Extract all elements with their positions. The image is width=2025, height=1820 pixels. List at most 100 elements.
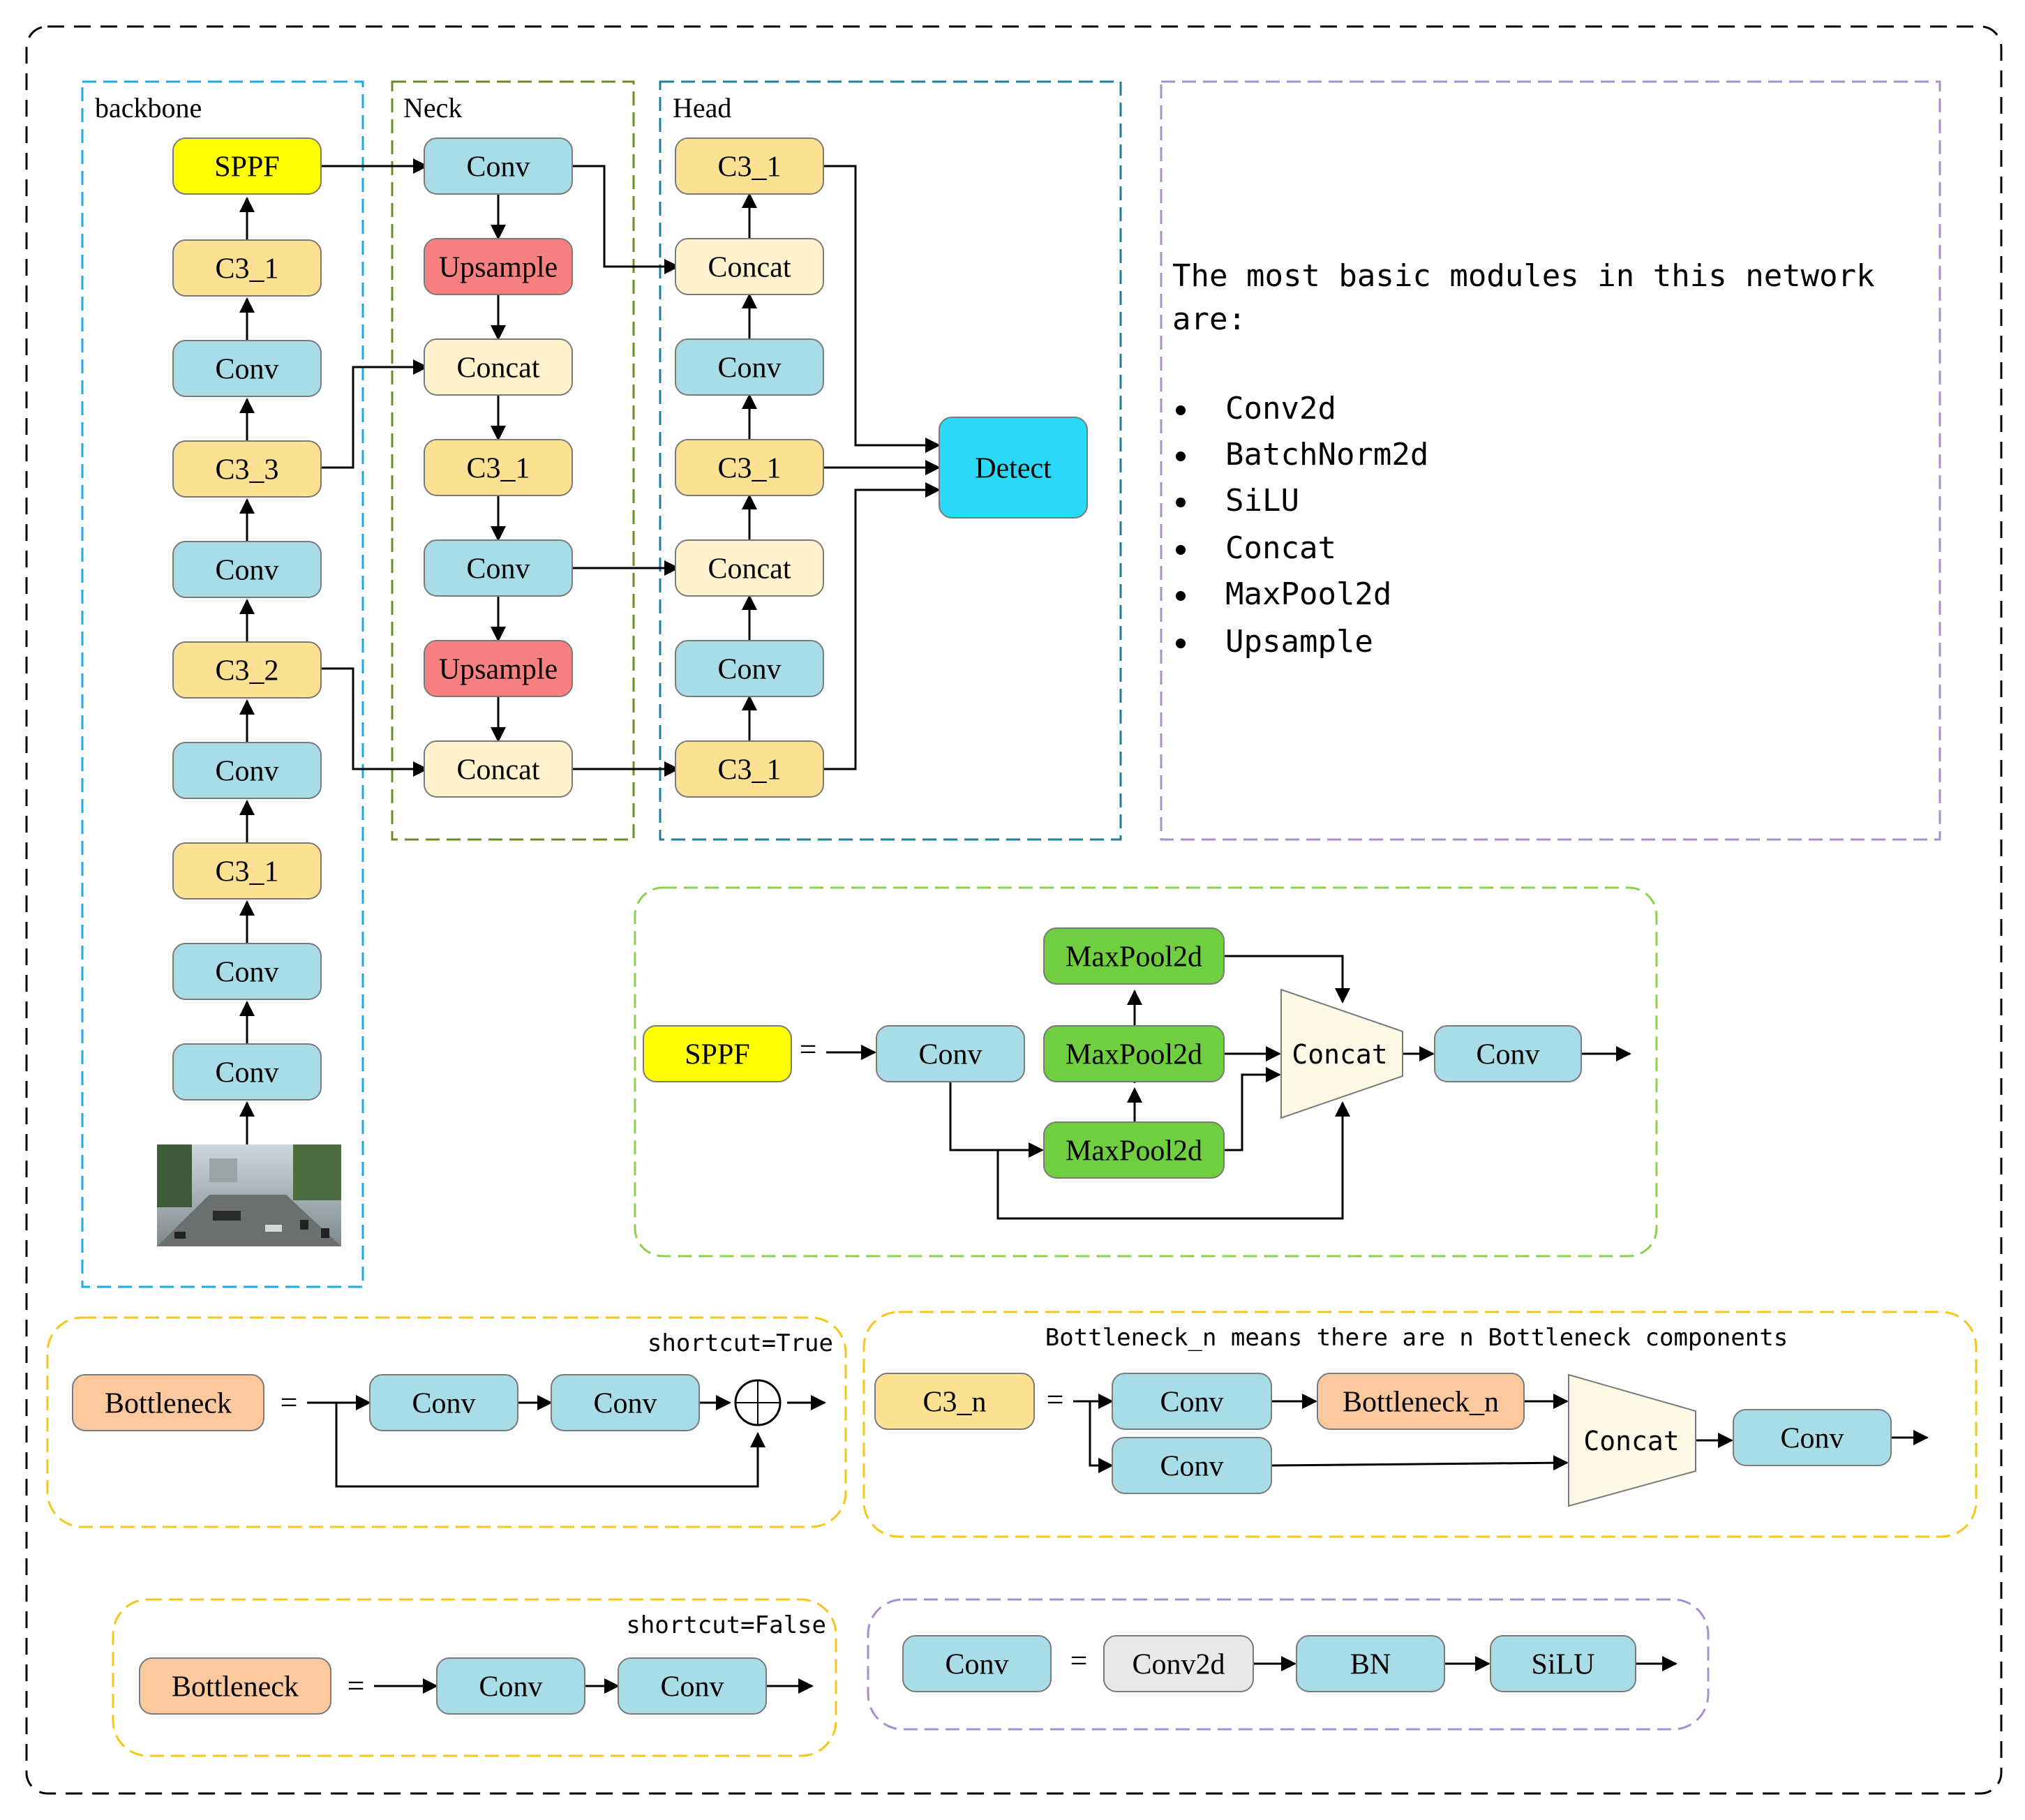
backbone-sppf-block: SPPF [172,137,322,195]
info-module-upsample: Upsample [1225,624,1373,659]
neck-upsample-1-block: Upsample [424,238,573,295]
bottleneck-false-conv-2-box [618,1657,767,1715]
conv-def-conv2d-box [1103,1635,1254,1692]
backbone-conv-3-label: Conv [215,755,278,787]
c3n-conv-bottom-box [1112,1437,1272,1494]
backbone-c3-2-box [172,641,322,699]
neck-concat-1-box [424,338,573,396]
head-conv-2-box [675,640,824,697]
sppf-maxpool-3-box [1043,927,1225,985]
backbone-conv-4-label: Conv [215,554,278,586]
sppf-connectors [826,955,1631,1220]
bottleneck-false-label-label: Bottleneck [172,1671,299,1703]
sppf-conv-in-block: Conv [876,1025,1025,1082]
bottleneck-false-conv-1-label: Conv [479,1671,542,1703]
neck-concat-1-label: Concat [457,352,540,384]
head-label: Head [673,92,731,124]
info-module-maxpool2d: MaxPool2d [1225,576,1391,612]
c3n-concat-label: Concat [1583,1426,1679,1456]
sppf-equals: = [800,1032,817,1066]
head-conv-1-block: Conv [675,338,824,396]
head-conv-2-block: Conv [675,640,824,697]
detect-block: Detect [939,417,1088,519]
input-image [157,1144,341,1246]
c3n-equals: = [1047,1382,1064,1417]
c3n-conv-top-label: Conv [1160,1386,1223,1418]
head-conv-1-label: Conv [717,352,781,384]
head-connectors [742,165,941,770]
c3n-conv-bottom-label: Conv [1160,1450,1223,1482]
backbone-c3-1-bottom-box [172,842,322,900]
sppf-maxpool-2-block: MaxPool2d [1043,1025,1225,1082]
backbone-conv-4-box [172,541,322,598]
bottleneck-false-conv-1-block: Conv [436,1657,585,1715]
c3n-label-block: C3_n [874,1373,1035,1430]
info-module-concat: Concat [1225,530,1336,566]
backbone-conv-4-block: Conv [172,541,322,598]
sppf-maxpool-3-label: MaxPool2d [1066,941,1202,973]
info-module-conv2d: Conv2d [1225,391,1336,426]
info-frame [1160,80,1941,841]
sppf-maxpool-2-label: MaxPool2d [1066,1038,1202,1071]
backbone-conv-1-box [172,1043,322,1101]
head-concat-1-box [675,238,824,295]
backbone-conv-3-block: Conv [172,742,322,799]
backbone-conv-2-label: Conv [215,956,278,988]
conv-def-frame [867,1598,1710,1731]
head-c3-1-bottom-block: C3_1 [675,740,824,798]
bottleneck-true-conv-2-label: Conv [593,1387,657,1419]
backbone-c3-3-box [172,440,322,498]
backbone-c3-3-block: C3_3 [172,440,322,498]
neck-c3-1-label: C3_1 [466,452,530,484]
sppf-maxpool-2-box [1043,1025,1225,1082]
backbone-c3-1-top-label: C3_1 [215,253,278,285]
head-c3-1-top-block: C3_1 [675,137,824,195]
c3n-conv-top-box [1112,1373,1272,1430]
conv-def-bn-label: BN [1350,1648,1391,1680]
neck-upsample-2-label: Upsample [439,653,558,685]
neck-connectors [491,165,680,777]
backbone-conv-3-box [172,742,322,799]
bottleneck-true-conv-2-block: Conv [551,1374,700,1431]
outer-frame [25,25,2003,1795]
neck-label: Neck [403,92,462,124]
sppf-maxpool-3-block: MaxPool2d [1043,927,1225,985]
neck-concat-2-box [424,740,573,798]
bottleneck-false-equals: = [348,1669,365,1703]
sppf-maxpool-1-block: MaxPool2d [1043,1121,1225,1179]
c3n-conv-out-label: Conv [1780,1422,1844,1454]
conv-def-conv2d-label: Conv2d [1132,1648,1225,1680]
backbone-conv-5-block: Conv [172,340,322,397]
bottleneck-false-caption: shortcut=False [626,1611,826,1639]
info-module-silu: SiLU [1225,483,1299,519]
neck-c3-1-block: C3_1 [424,439,573,496]
neck-concat-2-label: Concat [457,754,540,786]
head-c3-1-mid-box [675,439,824,496]
sppf-label-block: SPPF [643,1025,792,1082]
c3n-bottleneck-label: Bottleneck_n [1343,1386,1499,1418]
bottleneck-false-conv-2-block: Conv [618,1657,767,1715]
head-c3-1-mid-label: C3_1 [717,452,781,484]
bottleneck-false-label-box [139,1657,331,1715]
bottleneck-true-conv-1-label: Conv [412,1387,475,1419]
head-c3-1-mid-block: C3_1 [675,439,824,496]
backbone-conv-2-block: Conv [172,943,322,1000]
c3n-conv-out-block: Conv [1733,1409,1892,1466]
c3n-conv-out-box [1733,1409,1892,1466]
detect-box [939,417,1088,519]
sppf-conv-out-block: Conv [1434,1025,1582,1082]
head-concat-2-block: Concat [675,539,824,597]
info-intro-line2: are: [1172,301,1246,337]
head-conv-1-box [675,338,824,396]
head-c3-1-bottom-label: C3_1 [717,754,781,786]
neck-conv-1-label: Conv [466,151,530,183]
sppf-label-box [643,1025,792,1082]
backbone-c3-2-block: C3_2 [172,641,322,699]
c3n-conv-bottom-block: Conv [1112,1437,1272,1494]
head-concat-1-block: Concat [675,238,824,295]
neck-c3-1-box [424,439,573,496]
bottleneck-true-connectors [307,1395,826,1488]
info-intro-line1: The most basic modules in this network [1172,258,1875,294]
